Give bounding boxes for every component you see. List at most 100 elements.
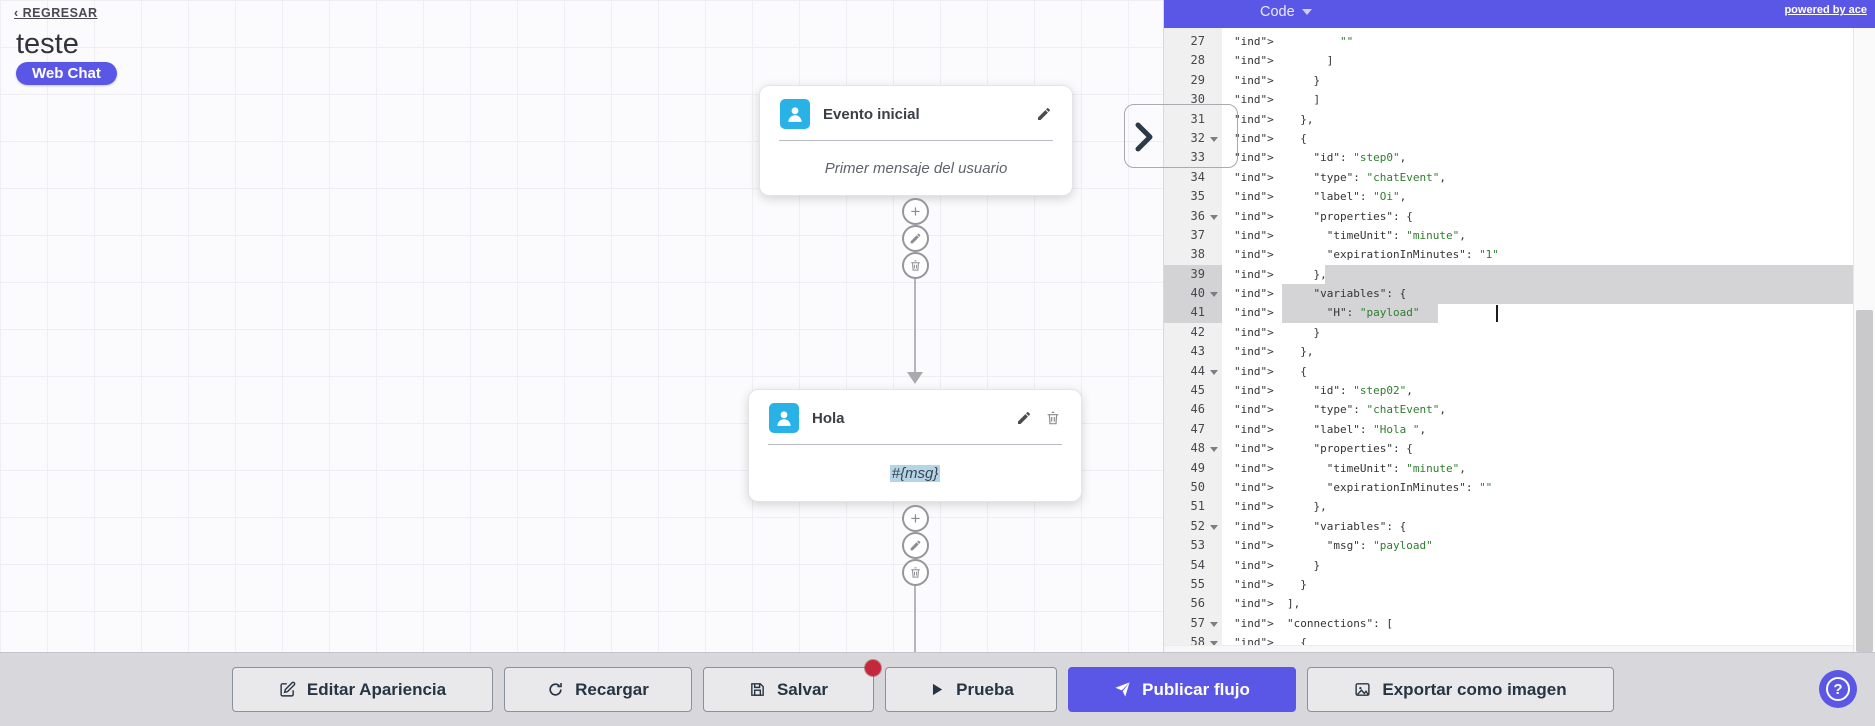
code-line: "ind"> "type": "chatEvent",	[1234, 403, 1446, 417]
node-divider	[768, 444, 1062, 445]
code-mode-dropdown[interactable]: Code	[1260, 4, 1312, 20]
code-line: "ind"> ""	[1234, 35, 1354, 48]
code-line-number: 41	[1164, 303, 1222, 323]
code-line-number: 32	[1164, 129, 1222, 148]
question-mark-icon: ?	[1826, 677, 1850, 701]
selection-highlight	[1282, 303, 1438, 323]
code-line-number: 36	[1164, 207, 1222, 226]
flow-title: teste	[16, 28, 79, 60]
chevron-right-icon	[1135, 122, 1153, 152]
reload-button[interactable]: Recargar	[504, 667, 692, 712]
code-editor-content[interactable]: "ind"> """ind"> ]"ind"> }"ind"> ]"ind"> …	[1222, 28, 1875, 652]
add-step-button[interactable]: +	[902, 198, 929, 225]
code-line: "ind"> "label": "Oi",	[1234, 190, 1407, 204]
delete-connection-button[interactable]	[902, 252, 929, 279]
edit-node-icon[interactable]	[1016, 410, 1032, 426]
node-title: Evento inicial	[823, 105, 920, 123]
export-image-button[interactable]: Exportar como imagen	[1307, 667, 1614, 712]
channel-badge: Web Chat	[16, 62, 117, 85]
fold-toggle-icon[interactable]	[1210, 524, 1218, 530]
code-line-number: 44	[1164, 362, 1222, 381]
code-line-number: 28	[1190, 53, 1205, 68]
code-line-number: 52	[1164, 517, 1222, 536]
selection-highlight	[1282, 284, 1875, 304]
unsaved-changes-badge	[865, 660, 881, 676]
code-line: "ind"> "timeUnit": "minute",	[1234, 461, 1466, 475]
node-start-event[interactable]: Evento inicial Primer mensaje del usuari…	[759, 85, 1073, 196]
edit-node-icon[interactable]	[1036, 106, 1052, 122]
fold-toggle-icon[interactable]	[1210, 214, 1218, 220]
code-line: "ind"> }	[1234, 577, 1307, 591]
code-line: "ind"> },	[1234, 112, 1314, 126]
back-link[interactable]: ‹ REGRESAR	[14, 6, 98, 20]
refresh-icon	[549, 682, 562, 696]
code-line-number: 50	[1190, 479, 1205, 494]
code-line: "ind"> },	[1234, 500, 1327, 514]
delete-node-icon[interactable]	[1045, 410, 1061, 426]
code-line: "ind"> {	[1234, 364, 1307, 378]
code-line: "ind"> "msg": "payload"	[1234, 539, 1433, 553]
node-description: Primer mensaje del usuario	[824, 159, 1008, 177]
code-line-number: 47	[1190, 421, 1205, 436]
code-line-number: 57	[1164, 614, 1222, 633]
code-line-number: 49	[1190, 460, 1205, 475]
edit-square-icon	[280, 681, 296, 697]
edit-connection-button[interactable]	[902, 532, 929, 559]
code-line-number: 46	[1190, 402, 1205, 417]
code-line: "ind"> "expirationInMinutes": ""	[1234, 480, 1493, 494]
fold-toggle-icon[interactable]	[1210, 641, 1218, 647]
code-line-number: 35	[1190, 189, 1205, 204]
code-line-number: 40	[1164, 284, 1222, 304]
selection-highlight	[1325, 264, 1875, 285]
code-line-number: 29	[1190, 72, 1205, 87]
add-step-button[interactable]: +	[902, 505, 929, 532]
fold-toggle-icon[interactable]	[1210, 136, 1218, 142]
help-button[interactable]: ?	[1819, 670, 1857, 708]
trash-icon	[911, 567, 920, 578]
edit-connection-button[interactable]	[902, 225, 929, 252]
fold-toggle-icon[interactable]	[1210, 447, 1218, 453]
fold-toggle-icon[interactable]	[1210, 621, 1218, 627]
fold-toggle-icon[interactable]	[1210, 369, 1218, 375]
code-line: "ind"> }	[1234, 558, 1321, 572]
publish-flow-button[interactable]: Publicar flujo	[1068, 667, 1296, 712]
fold-toggle-icon[interactable]	[1210, 292, 1218, 298]
code-line-number: 34	[1190, 169, 1205, 184]
code-line-number: 39	[1164, 264, 1222, 285]
code-line-number: 27	[1190, 34, 1205, 48]
code-line-number: 45	[1190, 383, 1205, 398]
scrollbar-thumb[interactable]	[1856, 310, 1873, 652]
code-line: "ind"> "expirationInMinutes": "1"	[1234, 248, 1499, 262]
code-line: "ind"> "variables": {	[1234, 287, 1407, 301]
code-line-number: 43	[1190, 344, 1205, 359]
code-line: "ind"> }	[1234, 325, 1321, 339]
delete-connection-button[interactable]	[902, 559, 929, 586]
connector-line	[914, 279, 916, 372]
test-button[interactable]: Prueba	[885, 667, 1057, 712]
connector-line	[914, 586, 916, 652]
code-vertical-scrollbar	[1853, 28, 1875, 652]
code-line-number: 55	[1190, 576, 1205, 591]
pencil-icon	[910, 233, 921, 244]
code-line-number: 48	[1164, 439, 1222, 458]
code-line: "ind"> "type": "chatEvent",	[1234, 170, 1446, 184]
code-horizontal-scrollbar	[1164, 645, 1853, 652]
code-line-number: 56	[1190, 596, 1205, 611]
play-icon	[933, 683, 943, 696]
powered-by-ace-link[interactable]: powered by ace	[1784, 4, 1867, 16]
code-line: "ind"> "id": "step0",	[1234, 151, 1407, 165]
collapse-code-panel-handle[interactable]	[1124, 104, 1238, 168]
node-message[interactable]: Hola #{msg}	[748, 389, 1082, 502]
code-line: "ind"> },	[1234, 345, 1314, 359]
node-message-variable: #{msg}	[889, 464, 941, 482]
image-icon	[1355, 683, 1370, 696]
save-button[interactable]: Salvar	[703, 660, 881, 712]
code-line-number: 53	[1190, 538, 1205, 553]
connector-arrowhead	[907, 372, 923, 384]
edit-appearance-button[interactable]: Editar Apariencia	[232, 667, 493, 712]
code-line: "ind"> "properties": {	[1234, 442, 1413, 456]
user-icon	[769, 403, 799, 433]
code-line: "ind"> ]	[1234, 93, 1321, 107]
trash-icon	[911, 260, 920, 271]
